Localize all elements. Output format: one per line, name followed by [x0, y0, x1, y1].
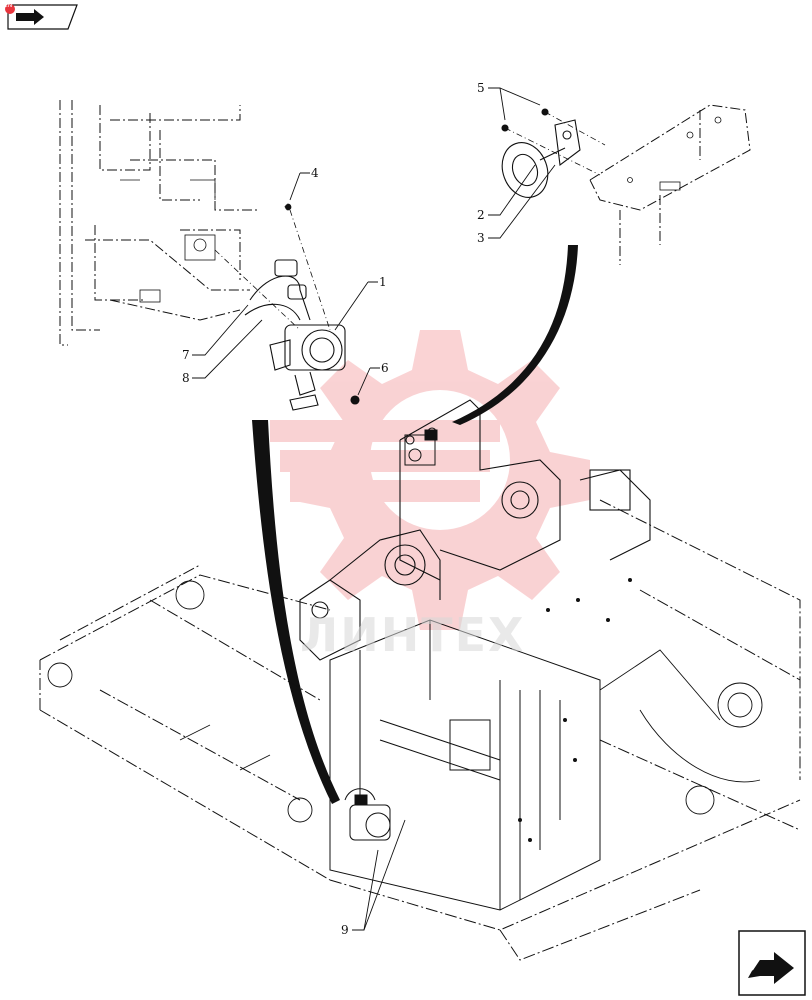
upper-structure-details — [47, 580, 763, 823]
gear-logo-watermark-icon — [270, 330, 590, 630]
callout-8: 8 — [182, 371, 190, 385]
boom-foot-structure — [299, 399, 651, 661]
callout-3: 3 — [477, 231, 485, 245]
center-frame-box — [329, 619, 601, 911]
corner-badge: EN — [4, 2, 13, 9]
installed-horn — [404, 429, 438, 466]
callout-6: 6 — [381, 361, 389, 375]
location-arrow-relay — [252, 420, 340, 804]
callout-5: 5 — [477, 81, 485, 95]
previous-page-arrow-icon — [5, 4, 78, 30]
frame-bolt-holes — [518, 578, 632, 842]
location-arrow-horn — [452, 245, 578, 425]
cab-frame-outline — [59, 100, 260, 346]
rear-bracket-details — [627, 116, 722, 191]
upper-structure-frame — [39, 499, 801, 961]
callout-1: 1 — [379, 275, 387, 289]
watermark-text: ЛИНТЕХ — [300, 608, 526, 662]
previous-page-button[interactable]: EN — [4, 2, 78, 30]
callout-4: 4 — [311, 166, 319, 180]
horn-assembly — [501, 108, 581, 198]
next-page-arrow-icon — [738, 930, 806, 996]
rear-bracket-outline — [589, 104, 751, 265]
callout-2: 2 — [477, 208, 485, 222]
callout-9: 9 — [341, 923, 349, 937]
installed-relay — [344, 788, 391, 841]
horn-mount-dashline — [504, 111, 606, 176]
next-page-button[interactable] — [738, 930, 806, 996]
relay-mount-dashline — [214, 203, 331, 331]
callout-leaders — [192, 87, 556, 931]
callout-7: 7 — [182, 348, 190, 362]
cab-frame-details — [120, 179, 216, 303]
relay-assembly — [244, 259, 360, 411]
